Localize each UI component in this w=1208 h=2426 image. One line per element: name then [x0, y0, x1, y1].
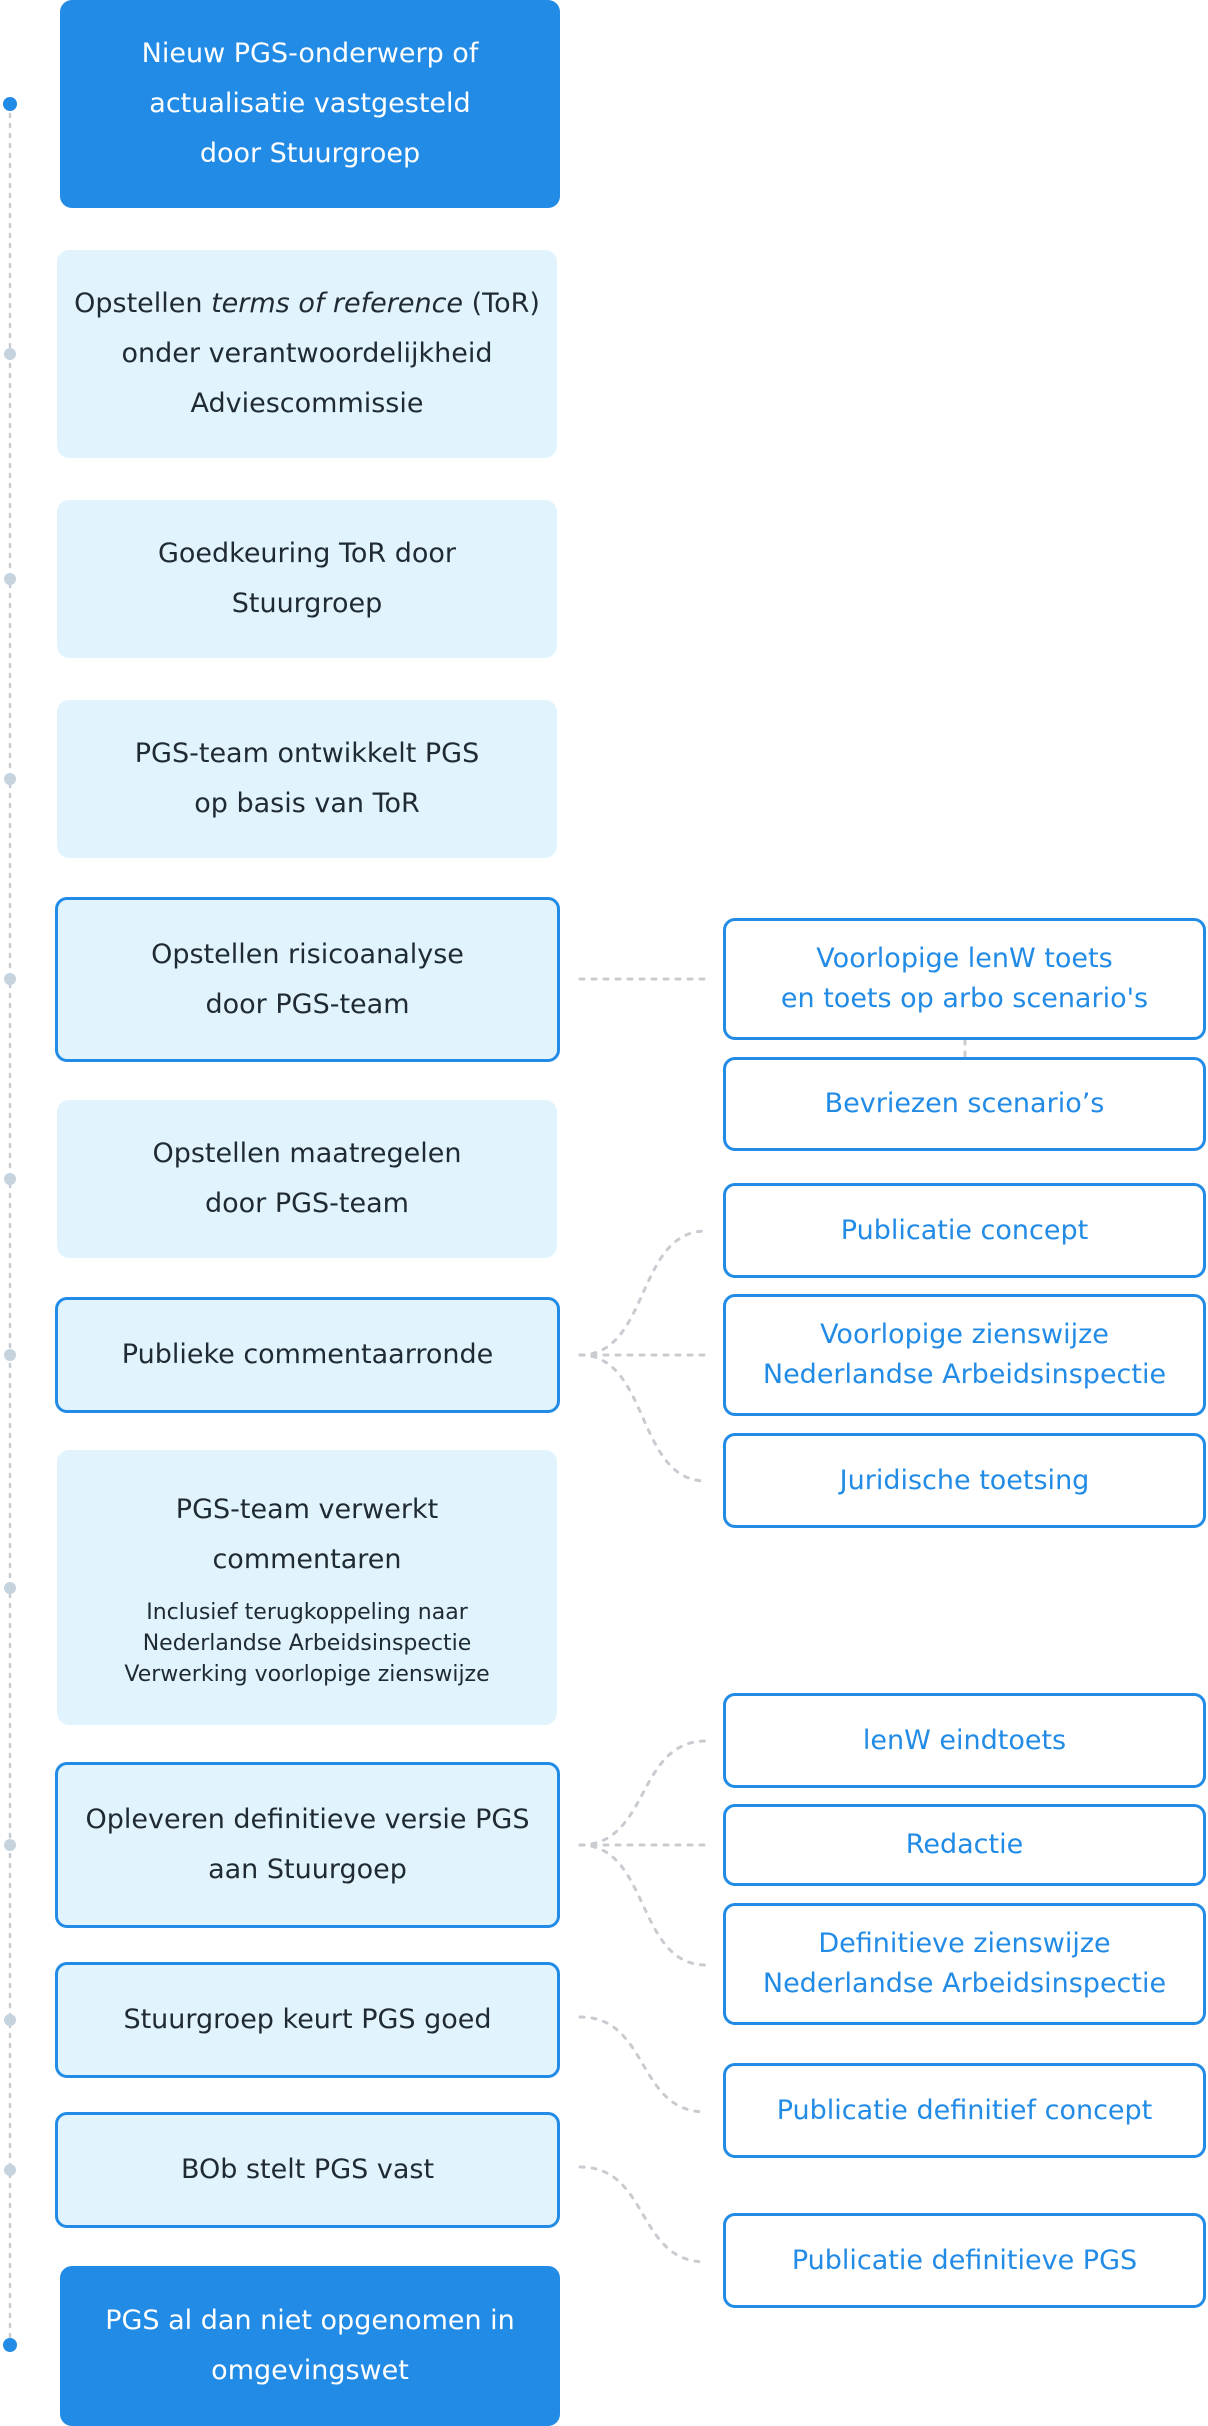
side-publication-final-concept: Publicatie definitief concept — [723, 2063, 1206, 2158]
timeline-dot — [4, 1173, 16, 1185]
side-publication-concept: Publicatie concept — [723, 1183, 1206, 1278]
timeline-dot — [4, 773, 16, 785]
label-part: (ToR) onder verantwoordelijkheid Adviesc… — [121, 288, 540, 419]
timeline-dot — [4, 1839, 16, 1851]
step-sublabel: Inclusief terugkoppeling naar Nederlands… — [124, 1600, 490, 1687]
step-process-comments: PGS-team verwerkt commentaren Inclusief … — [57, 1450, 557, 1725]
label-part: Opstellen — [74, 288, 212, 319]
timeline-dot — [4, 1582, 16, 1594]
connector — [578, 2015, 708, 2114]
side-label: Bevriezen scenario’s — [824, 1088, 1105, 1119]
side-preliminary-ienw-check: Voorlopige lenW toets en toets op arbo s… — [723, 918, 1206, 1040]
timeline-dot — [3, 97, 17, 111]
side-label: Redactie — [905, 1829, 1024, 1860]
step-develop-pgs: PGS-team ontwikkelt PGS op basis van ToR — [57, 700, 557, 858]
step-environment-law: PGS al dan niet opgenomen in omgevingswe… — [60, 2266, 560, 2426]
connector — [578, 2165, 708, 2264]
step-terms-of-reference: Opstellen terms of reference (ToR) onder… — [57, 250, 557, 458]
step-steering-approves: Stuurgroep keurt PGS goed — [55, 1962, 560, 2078]
connector — [578, 1353, 708, 1483]
step-label: Opstellen terms of reference (ToR) onder… — [74, 279, 540, 429]
connector — [578, 1843, 708, 1967]
side-label: Juridische toetsing — [839, 1464, 1090, 1496]
step-label: Nieuw PGS-onderwerp of actualisatie vast… — [141, 38, 479, 169]
step-label: PGS-team verwerkt commentaren — [175, 1494, 439, 1575]
side-label: Publicatie definitieve PGS — [791, 2244, 1138, 2276]
side-legal-review: Juridische toetsing — [723, 1433, 1206, 1528]
side-label: Voorlopige zienswijze Nederlandse Arbeid… — [762, 1319, 1167, 1390]
step-label: Publieke commentaarronde — [121, 1339, 494, 1370]
side-preliminary-opinion: Voorlopige zienswijze Nederlandse Arbeid… — [723, 1294, 1206, 1416]
timeline-dot — [3, 2338, 17, 2352]
timeline-dot — [4, 348, 16, 360]
timeline-dot — [4, 573, 16, 585]
side-label: lenW eindtoets — [862, 1724, 1067, 1756]
step-label: PGS al dan niet opgenomen in omgevingswe… — [105, 2305, 515, 2386]
step-deliver-final: Opleveren definitieve versie PGS aan Stu… — [55, 1762, 560, 1928]
step-label: PGS-team ontwikkelt PGS op basis van ToR — [134, 738, 480, 819]
timeline — [3, 97, 17, 2352]
side-final-opinion: Definitieve zienswijze Nederlandse Arbei… — [723, 1903, 1206, 2025]
connector — [578, 1229, 708, 1357]
step-measures: Opstellen maatregelen door PGS-team — [57, 1100, 557, 1258]
side-publication-final-pgs: Publicatie definitieve PGS — [723, 2213, 1206, 2308]
step-public-comment: Publieke commentaarronde — [55, 1297, 560, 1413]
step-label: BOb stelt PGS vast — [180, 2154, 435, 2185]
side-label: Publicatie definitief concept — [776, 2094, 1153, 2126]
step-label: Stuurgroep keurt PGS goed — [123, 2004, 492, 2035]
side-freeze-scenarios: Bevriezen scenario’s — [723, 1057, 1206, 1151]
step-bob-establishes: BOb stelt PGS vast — [55, 2112, 560, 2228]
step-label: Goedkeuring ToR door Stuurgroep — [157, 538, 457, 619]
timeline-dot — [4, 1349, 16, 1361]
step-label: Opstellen maatregelen door PGS-team — [152, 1138, 462, 1219]
step-risk-analysis: Opstellen risicoanalyse door PGS-team — [55, 897, 560, 1062]
connector — [578, 1739, 708, 1847]
timeline-dot — [4, 2164, 16, 2176]
step-approval-tor: Goedkeuring ToR door Stuurgroep — [57, 500, 557, 658]
side-label: Publicatie concept — [840, 1214, 1089, 1246]
side-ienw-final-check: lenW eindtoets — [723, 1693, 1206, 1788]
timeline-dot — [4, 2014, 16, 2026]
label-emphasis: terms of reference — [211, 288, 464, 319]
step-label: Opleveren definitieve versie PGS aan Stu… — [85, 1804, 530, 1885]
side-label: Voorlopige lenW toets en toets op arbo s… — [780, 943, 1149, 1014]
side-editing: Redactie — [723, 1804, 1206, 1886]
side-label: Definitieve zienswijze Nederlandse Arbei… — [762, 1928, 1167, 1999]
step-label: Opstellen risicoanalyse door PGS-team — [151, 938, 464, 1020]
timeline-dot — [4, 973, 16, 985]
step-new-subject: Nieuw PGS-onderwerp of actualisatie vast… — [60, 0, 560, 208]
